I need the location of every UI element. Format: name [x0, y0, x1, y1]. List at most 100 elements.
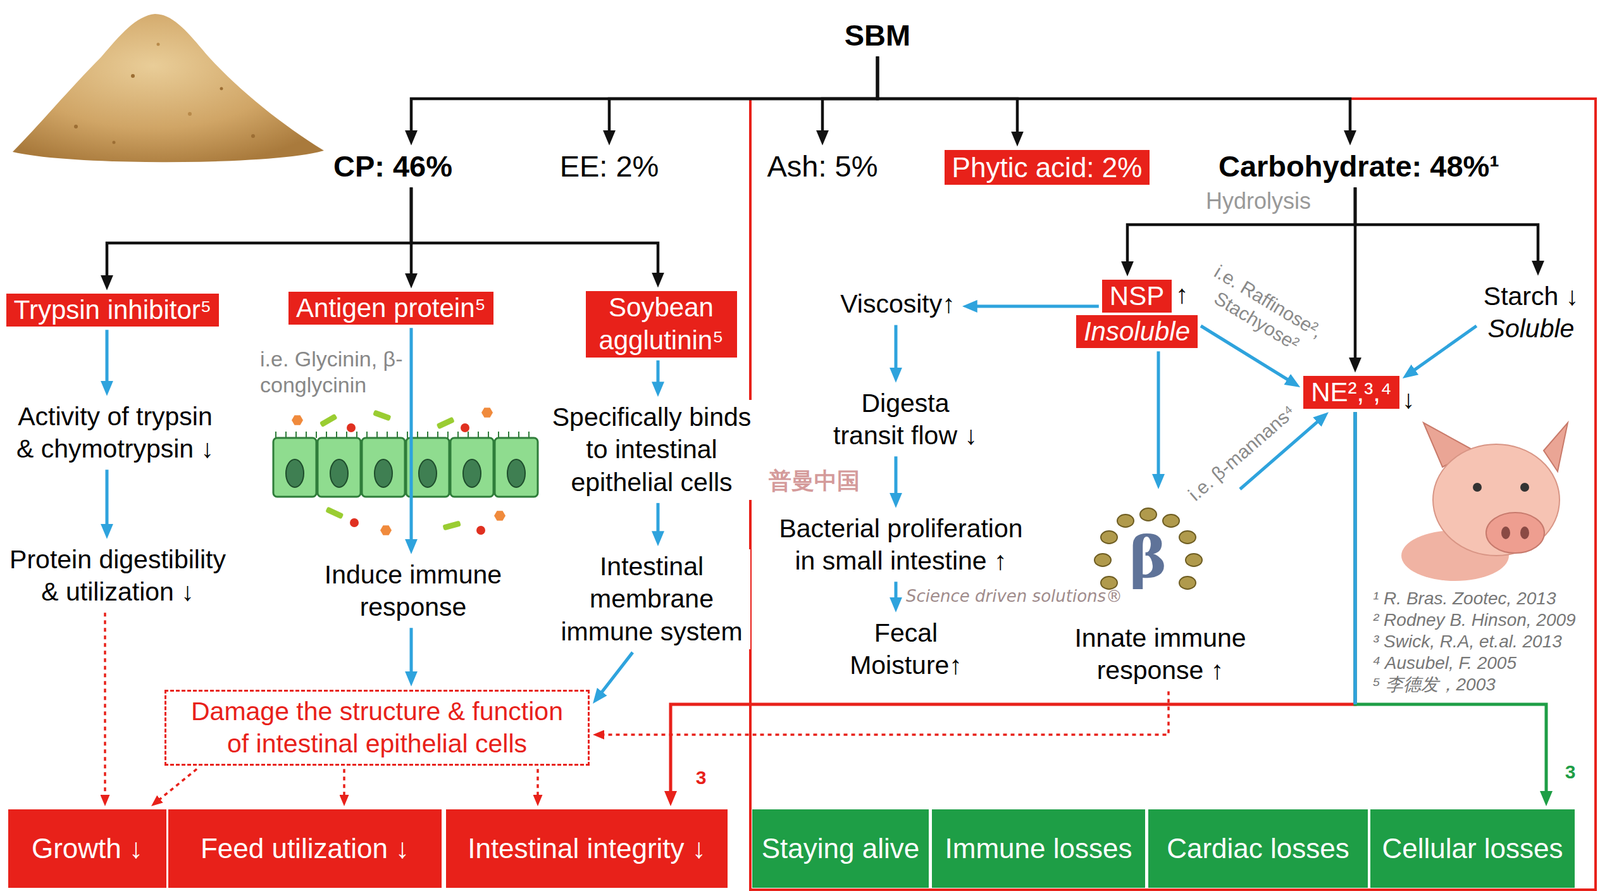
connector-arrow — [105, 469, 109, 531]
pig-illustration — [1486, 512, 1545, 553]
intestinal-cells — [275, 431, 529, 438]
node-text: Soybean agglutinin⁵ — [593, 291, 730, 358]
reference-note: ⁴ Ausubel, F. 2005 — [1372, 652, 1517, 674]
antigen-particles — [436, 416, 455, 429]
connector-arrow — [1409, 325, 1477, 374]
bacteria-cluster — [1094, 508, 1203, 590]
node-text: Carbohydrate: 48%¹ — [1218, 148, 1500, 185]
node-text: Feed utilization ↓ — [200, 832, 410, 865]
node-text: EE: 2% — [559, 148, 660, 185]
antigen-particles — [346, 423, 356, 433]
callout-number: 3 — [1565, 760, 1576, 784]
connector-arrow — [409, 627, 414, 678]
reference-note: ² Rodney B. Hinson, 2009 — [1372, 609, 1576, 631]
effect-text: Starch ↓Soluble — [1479, 279, 1583, 347]
connector-arrow — [536, 768, 540, 800]
antigen-particles — [476, 525, 486, 535]
intestinal-cells — [317, 437, 361, 497]
reference-note: ³ Swick, R.A, et.al. 2013 — [1372, 630, 1563, 653]
connector-arrow — [894, 325, 898, 374]
effect-text: Digesta transit flow ↓ — [824, 385, 987, 454]
soybean-meal-pile — [12, 13, 324, 162]
reference-note: ⁵ 李德发，2003 — [1372, 673, 1496, 696]
intestinal-cells — [285, 459, 304, 488]
node-text: NSP — [1109, 279, 1165, 314]
connector-arrow — [971, 304, 1099, 309]
bacteria-cluster — [1179, 530, 1196, 544]
connector-segment — [1353, 411, 1358, 705]
connector-arrow — [599, 691, 1169, 736]
node-text: Ash: 5% — [766, 148, 878, 185]
soybean-meal-pile — [251, 134, 255, 138]
antinutrient-box: Phytic acid: 2% — [944, 149, 1151, 185]
connector-arrow — [1355, 187, 1538, 267]
node-text: Damage the structure & function of intes… — [184, 695, 571, 761]
node-text: Protein digestibility & utilization ↓ — [6, 543, 229, 609]
pig-illustration — [1543, 422, 1568, 472]
node-text: Immune losses — [945, 832, 1133, 865]
watermark: Science driven solutions® — [905, 586, 1123, 607]
node-text: Digesta transit flow ↓ — [828, 387, 984, 453]
intestinal-cells — [273, 437, 317, 497]
connector-arrow — [1127, 187, 1356, 268]
pig-illustration — [1472, 482, 1482, 492]
node-text: Activity of trypsin & chymotrypsin ↓ — [7, 400, 223, 466]
antigen-particles — [442, 520, 461, 531]
antigen-particles — [460, 423, 470, 433]
connector-arrow — [656, 360, 660, 389]
component-label: CP: 46% — [329, 148, 457, 185]
outcome-box: Intestinal integrity ↓ — [446, 809, 728, 888]
connector-arrow — [656, 502, 660, 538]
node-text: Viscosity↑ — [840, 287, 956, 321]
example-note: i.e. Raffinose², Stachyose² — [1195, 258, 1330, 364]
node-text: NE²,³,⁴ — [1310, 375, 1392, 410]
node-text: Soluble — [1483, 312, 1579, 345]
trend-arrow: ↓ — [1401, 384, 1416, 416]
pig-illustration — [1401, 422, 1568, 581]
soybean-meal-pile — [112, 141, 116, 145]
antigen-particles — [291, 407, 506, 536]
connector-arrow — [156, 768, 197, 802]
intestinal-cells — [330, 459, 348, 488]
pig-illustration — [1501, 526, 1511, 540]
effect-text: Bacterial proliferation in small intesti… — [767, 511, 1035, 579]
soybean-meal-pile — [74, 124, 78, 129]
effect-text: Fecal Moisture↑ — [832, 615, 980, 684]
antinutrient-box: NSP — [1102, 279, 1172, 314]
intestinal-cells — [450, 437, 494, 497]
root-label: SBM — [840, 17, 915, 54]
example-note: i.e. β-mannans⁴ — [1183, 400, 1301, 506]
intestinal-cells — [507, 459, 526, 488]
connector-arrow — [877, 56, 1018, 138]
effect-text: Intestinal membrane immune system — [552, 549, 751, 650]
intestinal-cells — [418, 459, 437, 488]
node-text: Specifically binds to intestinal epithel… — [547, 401, 757, 499]
node-text: Cardiac losses — [1166, 832, 1350, 865]
connector-arrow — [342, 768, 346, 800]
connector-arrow — [106, 187, 412, 282]
antinutrient-box: Trypsin inhibitor⁵ — [6, 293, 219, 328]
outcome-box: Cellular losses — [1370, 809, 1575, 888]
trend-arrow: ↑ — [1175, 279, 1189, 311]
antigen-particles — [372, 409, 391, 421]
antigen-particles — [319, 413, 338, 428]
outcome-box: Feed utilization ↓ — [168, 809, 442, 888]
damage-box: Damage the structure & function of intes… — [164, 689, 590, 767]
node-text: Cellular losses — [1381, 832, 1563, 865]
node-text: Insoluble — [1083, 315, 1191, 349]
callout-number: 3 — [695, 766, 707, 789]
connector-arrow — [894, 581, 898, 604]
soybean-meal-pile — [12, 13, 324, 162]
connector-arrow — [609, 56, 878, 137]
bacteria-cluster — [1162, 514, 1180, 528]
pig-illustration — [1520, 482, 1530, 492]
connector-segment — [1353, 411, 1358, 705]
node-text: Intestinal membrane immune system — [556, 550, 747, 648]
antinutrient-box: Soybean agglutinin⁵ — [585, 291, 738, 358]
bacteria-cluster — [1094, 553, 1111, 567]
bacteria-cluster — [1185, 553, 1203, 567]
connector-arrow — [1157, 351, 1161, 481]
bacteria-cluster — [1117, 514, 1134, 528]
connector-arrow — [822, 56, 878, 137]
